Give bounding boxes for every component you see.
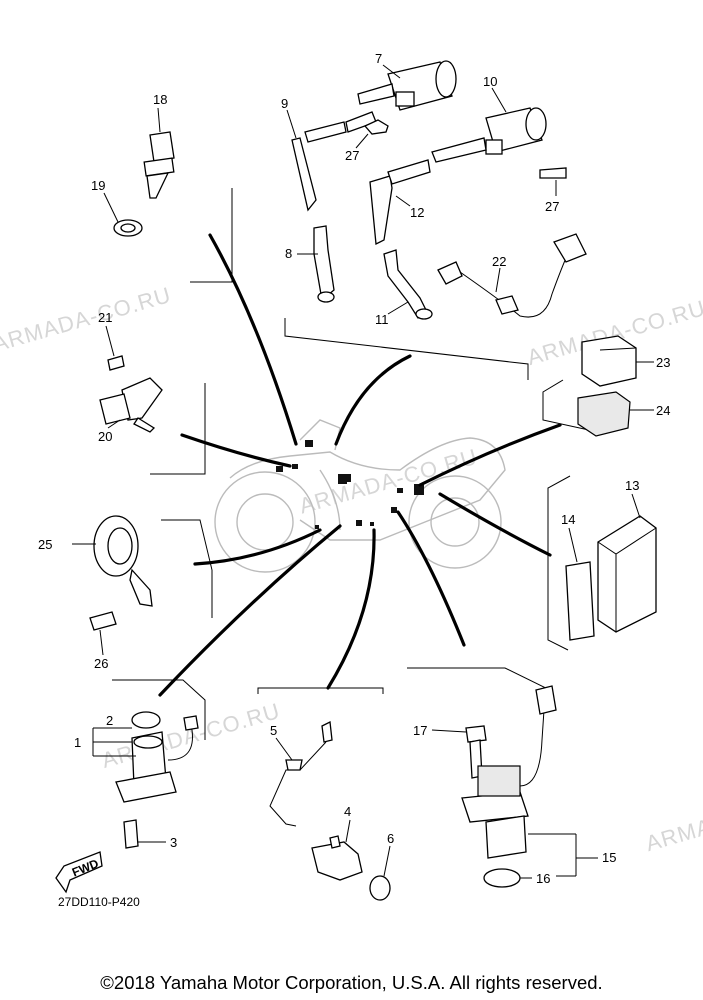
part-speed-sensor-1 [92, 715, 199, 803]
part-relay-23 [581, 335, 654, 387]
part-bolt-3 [123, 819, 166, 849]
front-arrow-label: FWD [70, 856, 101, 879]
part-sensor-4 [311, 819, 363, 881]
diagram-code: 27DD110-P420 [58, 895, 140, 909]
part-lead-wire-22 [437, 233, 587, 318]
callout-23: 23 [656, 355, 670, 370]
part-horn-25 [72, 515, 153, 607]
callout-21: 21 [98, 310, 112, 325]
callout-25: 25 [38, 537, 52, 552]
part-plug-cap-8 [297, 225, 335, 303]
callout-7: 7 [375, 51, 382, 66]
callout-27a: 27 [345, 148, 359, 163]
part-bolt-27b [539, 167, 567, 196]
callout-27b: 27 [545, 199, 559, 214]
part-oring-2 [131, 711, 161, 729]
part-bolt-27a [355, 119, 389, 149]
copyright-notice: ©2018 Yamaha Motor Corporation, U.S.A. A… [100, 972, 603, 993]
part-plug-cap-11 [383, 249, 433, 320]
callout-1: 1 [74, 735, 81, 750]
callout-3: 3 [170, 835, 177, 850]
part-ecu-13 [597, 493, 657, 633]
bike-connectors [276, 440, 424, 529]
part-ecu-holder-14 [565, 527, 595, 641]
callout-8: 8 [285, 246, 292, 261]
callout-18: 18 [153, 92, 167, 107]
part-ignition-coil-7 [357, 60, 457, 111]
front-arrow: FWD [55, 851, 103, 894]
part-bolt-21 [105, 325, 125, 371]
callout-26: 26 [94, 656, 108, 671]
callout-17: 17 [413, 723, 427, 738]
callout-15: 15 [602, 850, 616, 865]
watermark-1: ARMADA-CO.RU [0, 282, 174, 357]
callout-19: 19 [91, 178, 105, 193]
callout-labels: 18 19 9 8 7 27 10 27 12 11 22 23 24 21 2… [38, 51, 670, 886]
part-relay-holder-24 [577, 391, 654, 437]
callout-13: 13 [625, 478, 639, 493]
callout-24: 24 [656, 403, 670, 418]
callout-6: 6 [387, 831, 394, 846]
part-bolt-26 [89, 611, 117, 656]
watermark-3: ARMADA-CO.RU [296, 444, 480, 519]
callout-4: 4 [344, 804, 351, 819]
callout-5: 5 [270, 723, 277, 738]
part-thermo-sensor [143, 107, 175, 199]
part-plug-cord-12 [369, 159, 431, 246]
part-gasket-6 [369, 845, 391, 901]
callout-14: 14 [561, 512, 575, 527]
part-ignition-coil-10 [431, 87, 547, 163]
watermark-4: ARMADA-CO.RU [99, 698, 283, 773]
callout-12: 12 [410, 205, 424, 220]
callout-10: 10 [483, 74, 497, 89]
callout-16: 16 [536, 871, 550, 886]
leader-lines [158, 233, 562, 697]
part-lead-5 [269, 721, 333, 827]
part-plug-cord-9 [286, 109, 377, 212]
callout-9: 9 [281, 96, 288, 111]
part-oring-16 [483, 868, 532, 888]
callout-20: 20 [98, 429, 112, 444]
callout-22: 22 [492, 254, 506, 269]
watermark-5: ARMADA-CO.RU [643, 781, 703, 856]
part-crank-sensor-15 [461, 685, 598, 877]
callout-2: 2 [106, 713, 113, 728]
callout-11: 11 [375, 312, 389, 327]
part-sensor-20 [99, 377, 163, 433]
part-gasket-19 [103, 192, 143, 237]
group-brackets [112, 188, 599, 740]
